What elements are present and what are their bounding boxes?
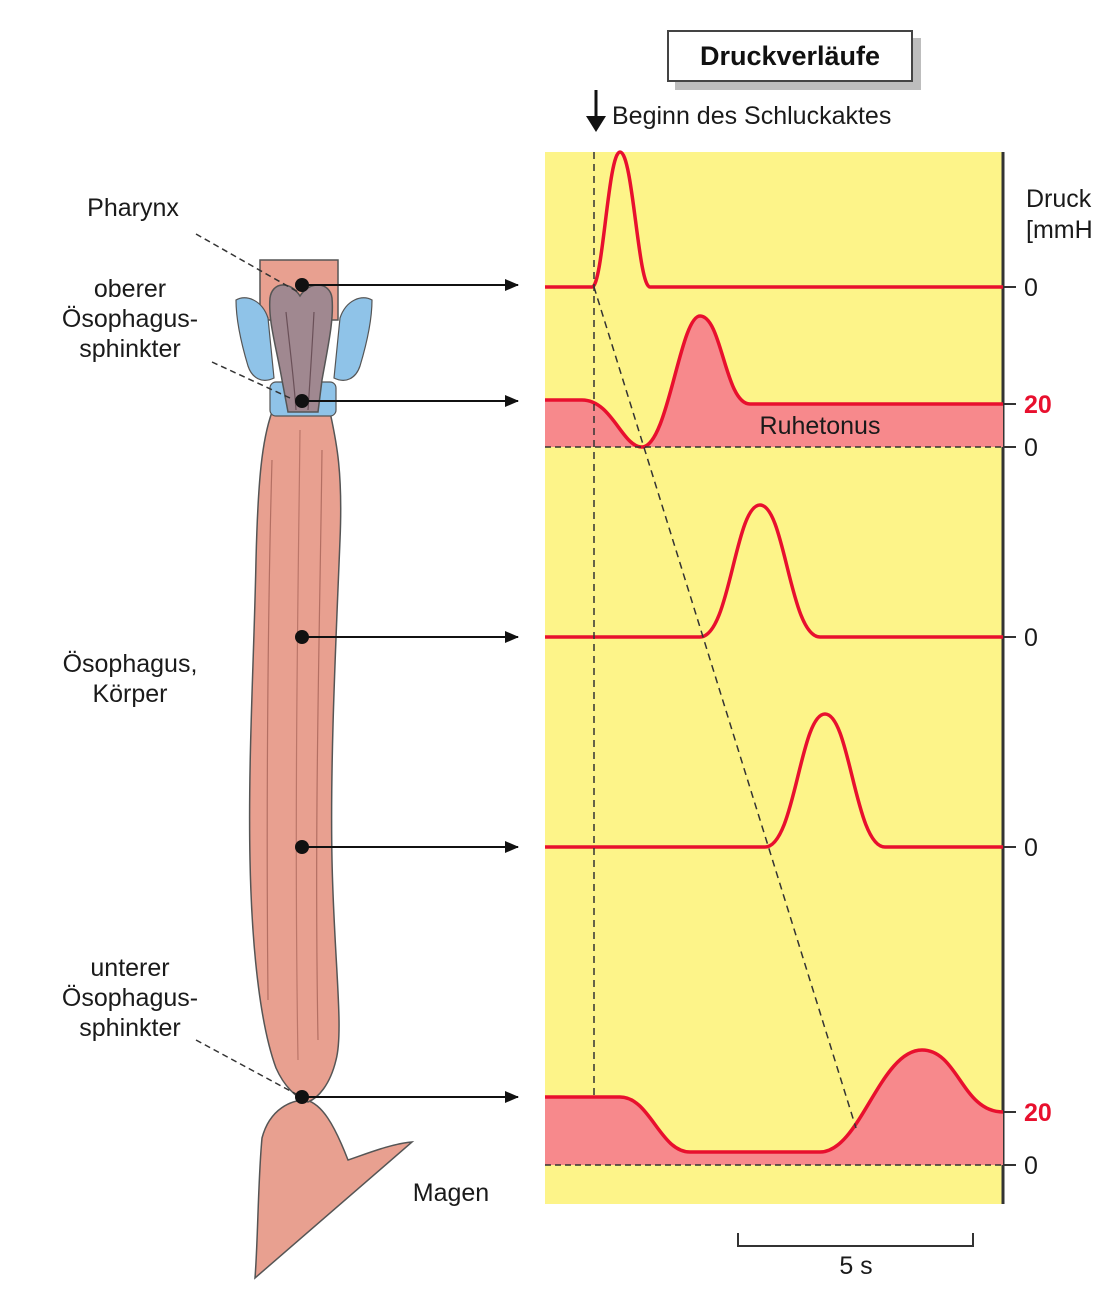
diagram-title: Druckverläufe <box>700 41 880 71</box>
tick-label-20: 20 <box>1024 391 1052 419</box>
trace-esophagus-body-2 <box>545 712 1003 849</box>
pressure-panel <box>545 152 1003 1204</box>
upper-sphincter-label-1: oberer <box>94 275 166 303</box>
title-box: Druckverläufe <box>667 30 921 90</box>
swallow-start-marker: Beginn des Schluckaktes <box>586 90 891 132</box>
upper-sphincter-label-3: sphinkter <box>79 335 180 363</box>
esophagus-body-label-2: Körper <box>92 680 167 708</box>
trace-esophagus-body-1 <box>545 503 1003 639</box>
tick-label-20: 20 <box>1024 1099 1052 1127</box>
time-scale-bar: 5 s <box>737 1233 974 1280</box>
axis-ticks <box>1003 286 1016 1166</box>
stomach-shape <box>254 1099 415 1280</box>
leader-lower-sphincter <box>195 1039 297 1095</box>
down-arrow-icon <box>586 116 606 132</box>
measurement-arrows <box>295 278 519 1104</box>
time-scale-label: 5 s <box>839 1252 872 1280</box>
resting-tone-label: Ruhetonus <box>760 412 881 440</box>
pressure-axis-unit: [mmH <box>1026 216 1093 244</box>
trace-pharynx <box>545 150 1003 289</box>
tick-label-0: 0 <box>1024 834 1038 862</box>
stomach-label: Magen <box>413 1179 489 1207</box>
trace-upper-sphincter <box>545 314 1003 449</box>
esophagus-body-shape <box>248 411 342 1103</box>
tick-label-0: 0 <box>1024 1152 1038 1180</box>
trace-upper-sphincter-fill <box>545 316 1003 447</box>
cartilage-left <box>235 297 275 381</box>
trace-lower-sphincter <box>545 1048 1004 1154</box>
esophagus-illustration <box>235 259 415 1280</box>
pressure-axis-label: Druck <box>1026 185 1092 213</box>
swallow-start-label: Beginn des Schluckaktes <box>612 102 891 130</box>
esophagus-body-label-1: Ösophagus, <box>63 650 198 678</box>
cartilage-right <box>333 297 373 381</box>
lower-sphincter-label-1: unterer <box>90 954 169 982</box>
lower-sphincter-label-2: Ösophagus- <box>62 984 198 1012</box>
tick-label-0: 0 <box>1024 434 1038 462</box>
trace-lower-sphincter-fill <box>545 1050 1003 1165</box>
tick-label-0: 0 <box>1024 274 1038 302</box>
upper-sphincter-label-2: Ösophagus- <box>62 305 198 333</box>
lower-sphincter-label-3: sphinkter <box>79 1014 180 1042</box>
pharynx-label: Pharynx <box>87 194 179 222</box>
leader-upper-sphincter <box>211 361 291 399</box>
tick-label-0: 0 <box>1024 624 1038 652</box>
peristalsis-propagation-line <box>593 286 857 1129</box>
